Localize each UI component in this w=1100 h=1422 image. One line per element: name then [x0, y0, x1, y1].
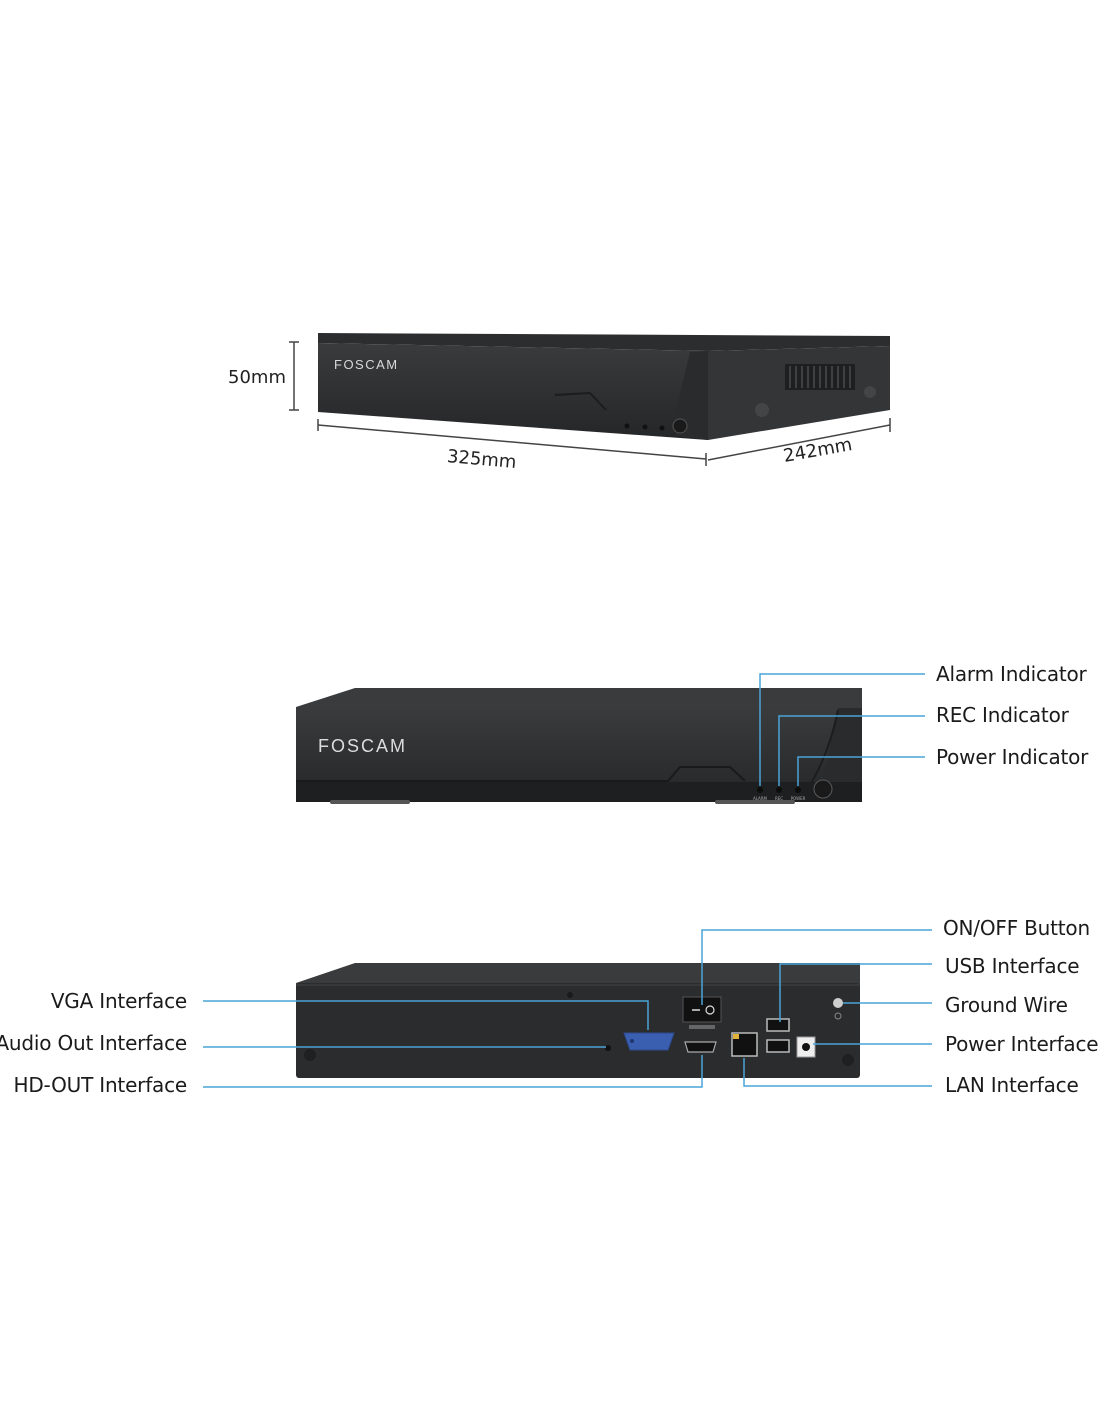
lan-interface-label: LAN Interface — [945, 1073, 1079, 1097]
audio-out-port-icon — [605, 1045, 611, 1051]
side-screw-icon — [755, 403, 769, 417]
side-vent — [785, 364, 855, 390]
foot — [330, 800, 410, 804]
power-led — [659, 425, 665, 431]
usb-interface-label: USB Interface — [945, 954, 1080, 978]
rec-indicator-label: REC Indicator — [936, 703, 1069, 727]
alarm-led — [757, 787, 763, 793]
brand-logo-small: FOSCAM — [334, 357, 399, 372]
led-label-rec: REC — [775, 796, 783, 801]
rec-led — [642, 424, 648, 430]
device-perspective-view: FOSCAM — [289, 333, 891, 466]
led-label-power: POWER — [791, 796, 806, 801]
dimension-lines — [289, 341, 891, 466]
rear-view-top — [296, 963, 860, 988]
ir-receiver-icon — [672, 418, 688, 434]
power-jack-icon — [796, 1036, 816, 1058]
front-callout-lines — [759, 673, 925, 786]
power-interface-label: Power Interface — [945, 1032, 1099, 1056]
lan-port-icon — [731, 1032, 758, 1057]
power-indicator-label: Power Indicator — [936, 745, 1089, 769]
front-view-top — [296, 688, 862, 714]
device-side-face — [708, 346, 890, 440]
rear-callout-lines — [203, 929, 932, 1088]
side-screw-icon — [864, 386, 876, 398]
alarm-led — [624, 423, 630, 429]
front-view-panel — [296, 708, 862, 802]
device-rear-view — [203, 929, 932, 1088]
ir-receiver-icon — [813, 779, 833, 799]
hdmi-port-icon — [684, 1041, 717, 1053]
brand-logo: FOSCAM — [318, 736, 407, 756]
hd-out-interface-label: HD-OUT Interface — [13, 1073, 187, 1097]
device-front-face — [318, 343, 708, 440]
vga-port-icon — [623, 1032, 675, 1051]
led-label-alarm: ALARM — [753, 796, 768, 801]
vga-interface-label: VGA Interface — [50, 989, 187, 1013]
foot — [715, 800, 795, 804]
audio-out-interface-label: Audio Out Interface — [0, 1031, 187, 1055]
power-led — [795, 787, 801, 793]
device-top-face — [318, 333, 890, 351]
height-dimension: 50mm — [228, 367, 286, 388]
device-front-view: FOSCAM ALARM REC POWER — [296, 673, 925, 804]
ground-wire-label: Ground Wire — [945, 993, 1068, 1017]
alarm-indicator-label: Alarm Indicator — [936, 662, 1087, 686]
usb-port-icon — [766, 1018, 790, 1053]
on-off-button-label: ON/OFF Button — [943, 916, 1090, 940]
ground-screw-icon — [833, 998, 843, 1008]
rec-led — [776, 787, 782, 793]
